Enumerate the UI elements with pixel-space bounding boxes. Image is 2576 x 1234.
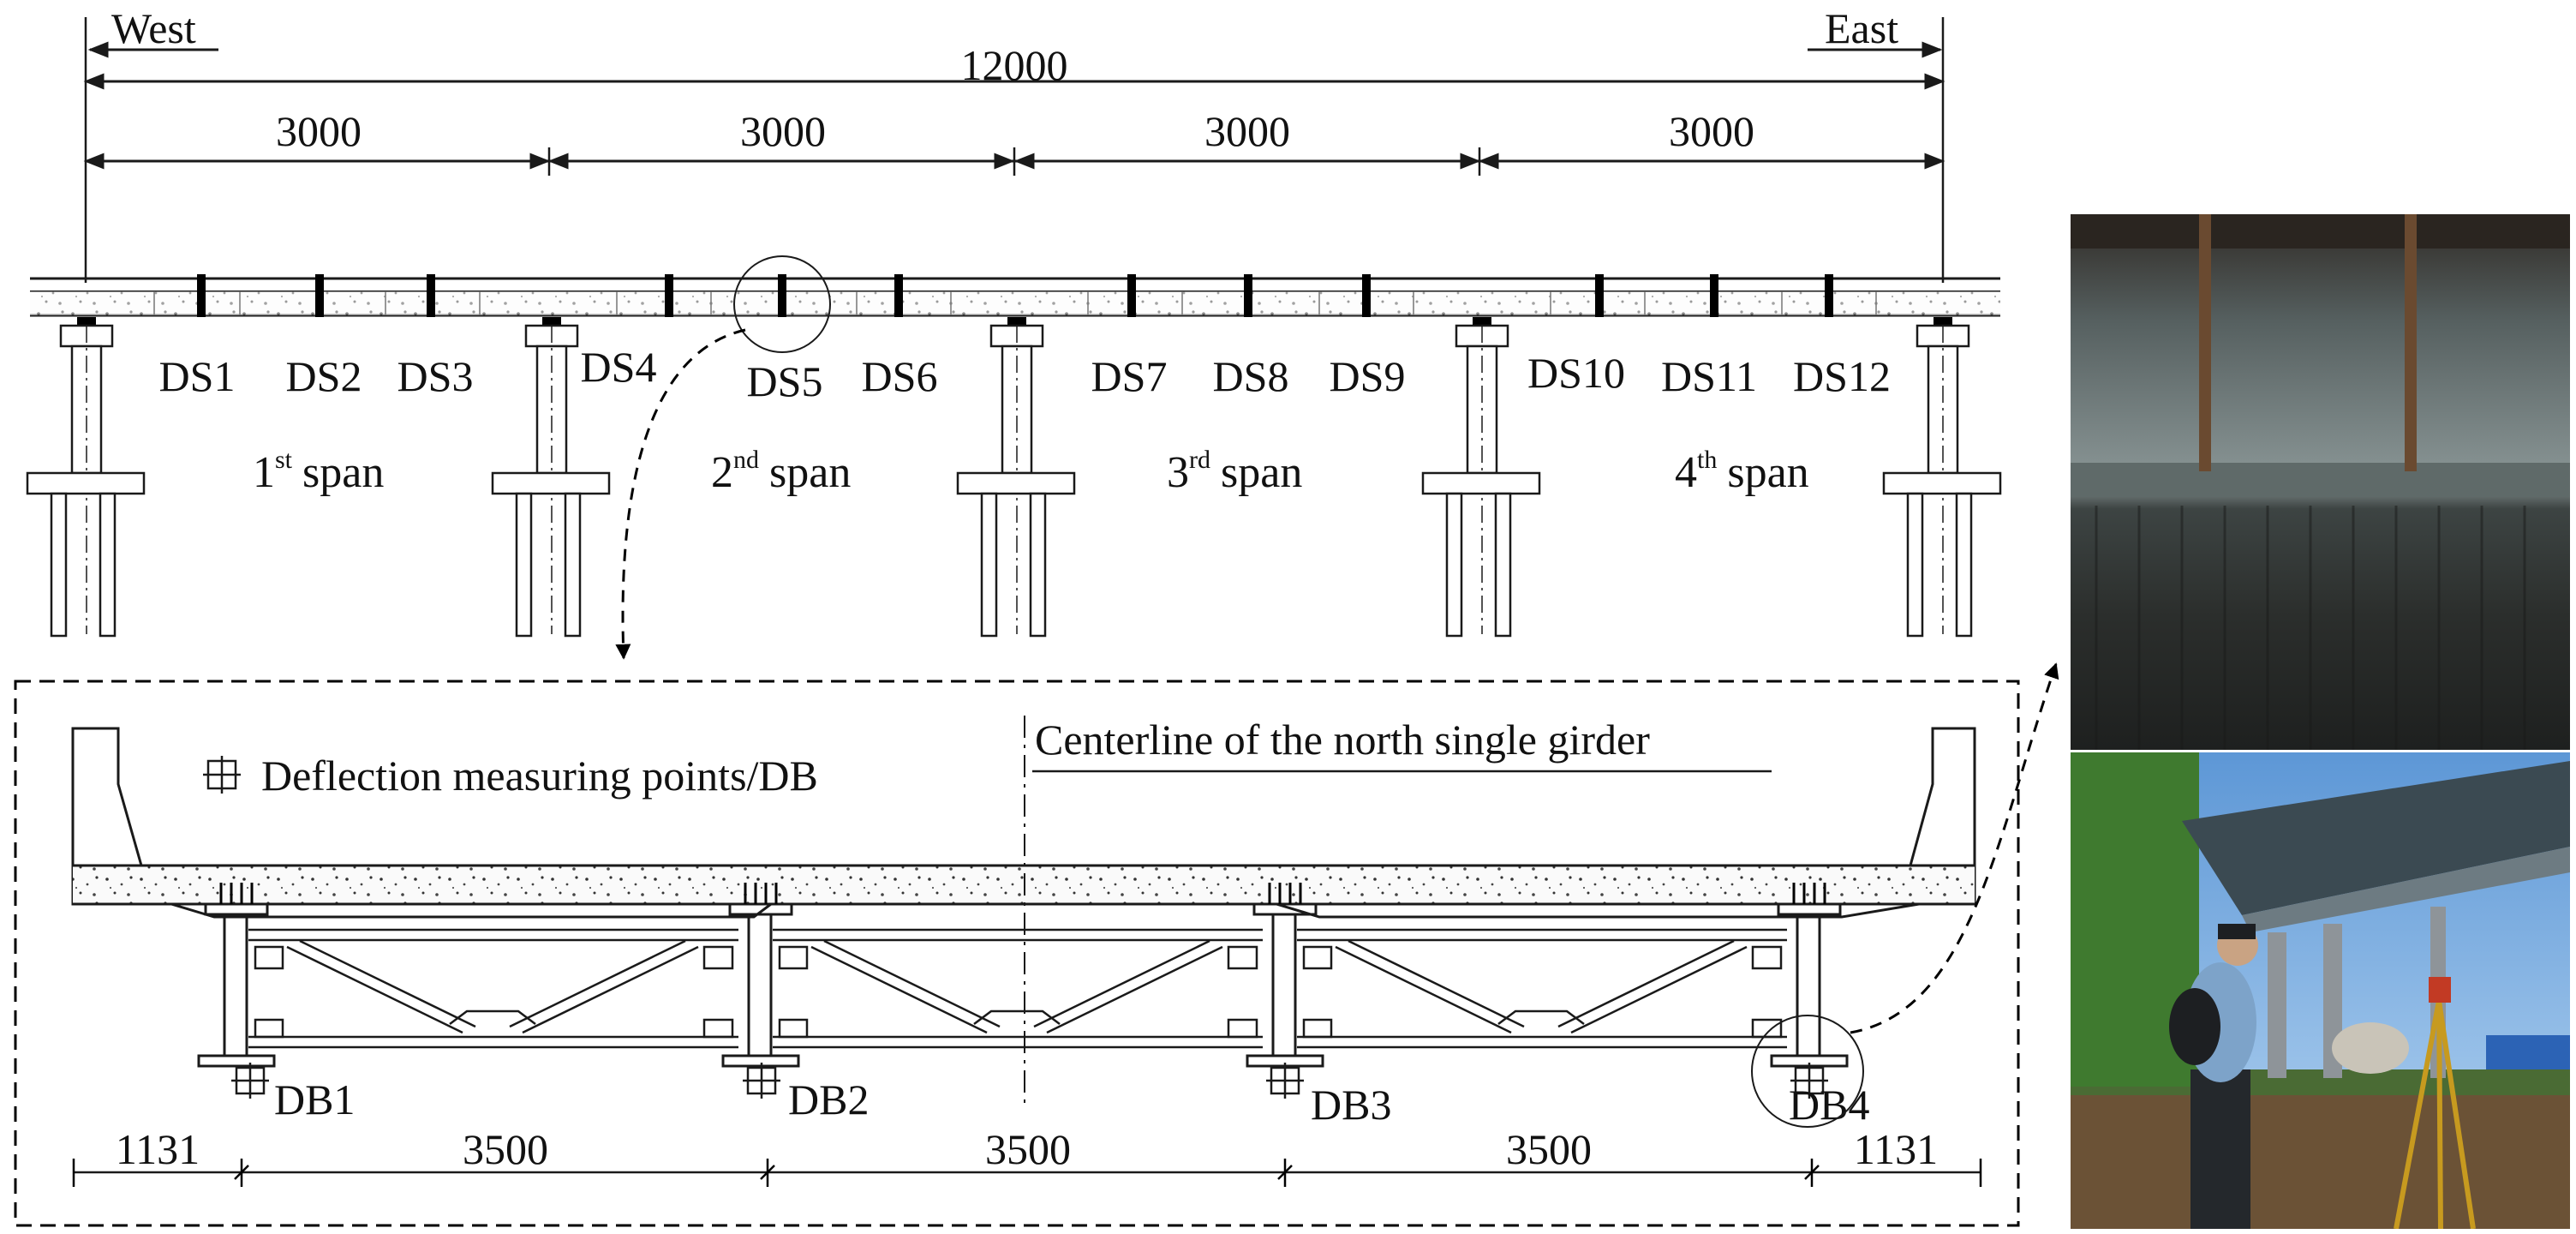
- dim-1131-right: 1131: [1854, 1125, 1938, 1173]
- centerline-label: Centerline of the north single girder: [1035, 716, 1650, 764]
- span-length-1: 3000: [276, 107, 362, 155]
- sensor-mark-ds4: [665, 274, 673, 317]
- span-dimensions: 3000 3000 3000 3000: [83, 107, 1945, 176]
- pier-2: [491, 317, 611, 638]
- bridge-deck: [30, 277, 2000, 317]
- piers: [26, 317, 2002, 638]
- sensor-label-ds4: DS4: [581, 343, 657, 391]
- dim-3500-2: 3500: [985, 1125, 1071, 1173]
- db-marker-4: [1790, 1063, 1828, 1099]
- section-dimensions: 1131 3500 3500 3500 1131: [72, 1125, 1982, 1187]
- db-label-4: DB4: [1789, 1081, 1869, 1129]
- span-length-3: 3000: [1204, 107, 1290, 155]
- pier-1: [26, 317, 146, 638]
- db-marker-3: [1266, 1063, 1304, 1099]
- db-marker-1: [231, 1063, 269, 1099]
- girder-3: [1246, 902, 1324, 1068]
- sensor-label-ds5: DS5: [747, 357, 823, 405]
- direction-west: West: [87, 4, 218, 58]
- svg-text:East: East: [1825, 4, 1898, 52]
- span-length-4: 3000: [1669, 107, 1754, 155]
- sensor-mark-ds3: [427, 274, 435, 317]
- total-length-dimension: 12000: [83, 17, 1945, 283]
- sensor-labels: DS1 DS2 DS3 DS4 DS5 DS6 DS7 DS8 DS9 DS10…: [159, 343, 1891, 405]
- span-length-2: 3000: [740, 107, 826, 155]
- sensor-mark-ds6: [894, 274, 903, 317]
- pier-3: [956, 317, 1076, 638]
- sensor-mark-ds2: [315, 274, 324, 317]
- sensor-mark-ds7: [1127, 274, 1136, 317]
- sensor-mark-ds5: [778, 274, 786, 317]
- legend: Deflection measuring points/DB: [203, 752, 818, 800]
- sensor-mark-ds9: [1362, 274, 1371, 317]
- sensor-mark-ds10: [1595, 274, 1604, 317]
- legend-label: Deflection measuring points/DB: [261, 752, 818, 800]
- sensor-label-ds10: DS10: [1527, 349, 1625, 397]
- pier-4: [1421, 317, 1541, 638]
- dashed-arrow-icon: [615, 328, 746, 660]
- pier-5: [1882, 317, 2002, 638]
- svg-text:West: West: [111, 4, 196, 52]
- sensor-label-ds8: DS8: [1213, 352, 1289, 400]
- sensor-label-ds7: DS7: [1091, 352, 1168, 400]
- sensor-mark-ds11: [1710, 274, 1718, 317]
- direction-east: East: [1808, 4, 1943, 58]
- photo-field-measurement: [2071, 752, 2570, 1229]
- db-label-2: DB2: [788, 1075, 869, 1123]
- girder-1: [197, 902, 276, 1068]
- sensor-label-ds12: DS12: [1793, 352, 1891, 400]
- cross-frame-3: [1297, 928, 1787, 1049]
- db-label-1: DB1: [274, 1075, 355, 1123]
- sensor-label-ds6: DS6: [862, 352, 938, 400]
- sensor-label-ds9: DS9: [1330, 352, 1406, 400]
- cross-section: Centerline of the north single girder De…: [71, 662, 2059, 1187]
- db-marker-2: [743, 1063, 780, 1099]
- sensor-mark-ds1: [197, 274, 206, 317]
- crosshair-square-icon: [203, 756, 241, 794]
- svg-text:12000: 12000: [961, 41, 1068, 89]
- sensor-marks: [197, 274, 1833, 317]
- dim-3500-1: 3500: [463, 1125, 548, 1173]
- girder-2: [721, 902, 800, 1068]
- sensor-mark-ds8: [1244, 274, 1252, 317]
- dim-3500-3: 3500: [1506, 1125, 1592, 1173]
- sensor-label-ds3: DS3: [397, 352, 474, 400]
- dashed-arrow-to-photo: [1850, 662, 2059, 1034]
- cross-frame-2: [773, 928, 1263, 1049]
- sensor-mark-ds12: [1825, 274, 1833, 317]
- girder-4: [1770, 902, 1849, 1068]
- photo-girder-underside: [2071, 214, 2570, 750]
- sensor-label-ds11: DS11: [1661, 352, 1757, 400]
- detail-circle-ds5: [733, 255, 831, 353]
- db-label-3: DB3: [1311, 1081, 1391, 1129]
- sensor-label-ds2: DS2: [286, 352, 362, 400]
- detail-circle-db4: [1751, 1015, 1864, 1128]
- sensor-label-ds1: DS1: [159, 352, 236, 400]
- cross-frame-1: [248, 928, 738, 1049]
- dim-1131-left: 1131: [116, 1125, 200, 1173]
- detail-box: [14, 680, 2020, 1227]
